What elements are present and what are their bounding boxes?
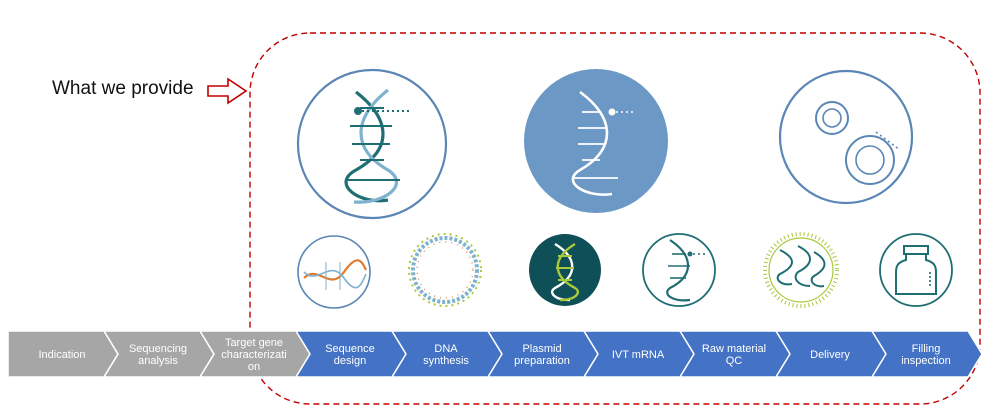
plasmid-ring-icon — [405, 230, 485, 310]
vial-icon — [879, 233, 953, 307]
process-step-label: Delivery — [810, 349, 850, 361]
process-step-label: QC — [726, 355, 743, 367]
gene-strand-icon — [297, 235, 371, 309]
process-step-label: design — [334, 355, 366, 367]
process-step: Indication — [7, 330, 119, 378]
process-step: IVT mRNA — [582, 330, 695, 378]
process-step-label: Target gene — [225, 337, 283, 349]
process-step-label: Filling — [912, 343, 941, 355]
process-step-label: Sequence — [325, 343, 375, 355]
process-step-label: inspection — [901, 355, 951, 367]
process-step-label: Plasmid — [522, 343, 561, 355]
process-step-label: on — [248, 361, 260, 373]
process-step-label: characterizati — [221, 349, 286, 361]
callout-arrow-icon — [207, 77, 248, 105]
process-step-label: synthesis — [423, 355, 469, 367]
mrna-strand-icon — [642, 233, 716, 307]
dna-dark-icon — [529, 234, 601, 306]
process-step-chevron — [870, 330, 983, 378]
process-step-label: IVT mRNA — [612, 349, 665, 361]
double-helix-icon — [296, 68, 448, 220]
process-step-label: Sequencing — [129, 343, 187, 355]
process-step-label: Raw material — [702, 343, 766, 355]
provided-services-region — [249, 32, 981, 405]
what-we-provide-label: What we provide — [52, 78, 194, 99]
single-strand-rna-icon — [524, 69, 668, 213]
process-step: Delivery — [774, 330, 887, 378]
process-step-label: analysis — [138, 355, 178, 367]
process-step-label: preparation — [514, 355, 570, 367]
process-step-label: Indication — [38, 349, 85, 361]
lipid-nanoparticle-icon — [763, 232, 839, 308]
small-icon-group — [297, 230, 953, 310]
large-icon-group — [296, 68, 914, 220]
cells-icon — [778, 69, 914, 205]
process-step-label: DNA — [434, 343, 458, 355]
